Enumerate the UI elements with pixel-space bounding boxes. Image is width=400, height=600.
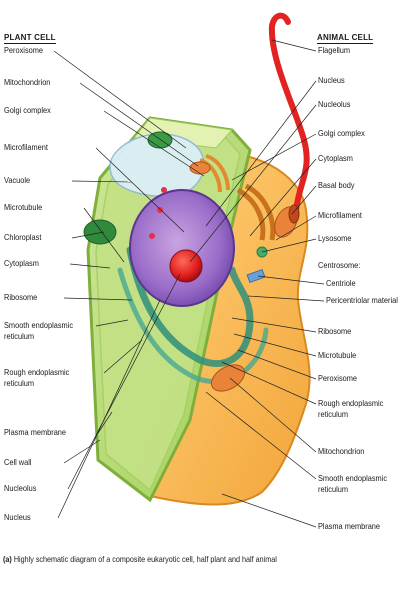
left-label-line: Microfilament (4, 142, 48, 152)
left-label-chloroplast-6: Chloroplast (4, 232, 41, 243)
right-label-nucleus-1: Nucleus (318, 75, 345, 86)
right-label-line: Centriole (326, 278, 356, 288)
left-label-line: Cytoplasm (4, 258, 39, 268)
left-label-cell-wall-12: Cell wall (4, 457, 32, 468)
left-label-line: Nucleolus (4, 483, 37, 493)
nuclear-pore-3 (161, 187, 167, 193)
nucleus (129, 189, 235, 307)
left-label-microfilament-3: Microfilament (4, 142, 48, 153)
right-label-microtubule-12: Microtubule (318, 350, 356, 361)
mitochondrion-plant (189, 161, 211, 175)
right-label-line: Ribosome (318, 326, 352, 336)
left-label-line: Golgi complex (4, 105, 51, 115)
left-label-vacuole-4: Vacuole (4, 175, 30, 186)
right-label-line: Rough endoplasmic (318, 398, 384, 408)
right-label-nucleolus-2: Nucleolus (318, 99, 350, 110)
right-label-line: Centrosome: (318, 260, 361, 270)
left-label-line: Rough endoplasmic (4, 367, 70, 377)
right-label-line: Nucleus (318, 75, 345, 85)
chloroplast-2 (147, 131, 173, 149)
lysosome (256, 246, 268, 258)
right-label-line: Cytoplasm (318, 153, 353, 163)
left-label-line: reticulum (4, 377, 34, 388)
right-label-centrosome-8: Centrosome: (318, 260, 360, 271)
right-label-line: Microfilament (318, 210, 362, 220)
left-label-line: Microtubule (4, 202, 43, 212)
left-label-line: Chloroplast (4, 232, 42, 242)
right-label-line: Flagellum (318, 45, 351, 55)
right-label-line: reticulum (318, 483, 348, 494)
left-label-mitochondrion-1: Mitochondrion (4, 77, 50, 88)
right-label-line: reticulum (318, 408, 348, 419)
right-label-centriole-9: Centriole (326, 278, 356, 289)
right-label-line: Pericentriolar material (326, 295, 398, 305)
right-label-line: Peroxisome (318, 373, 358, 383)
left-label-line: Vacuole (4, 175, 31, 185)
left-label-line: Mitochondrion (4, 77, 51, 87)
right-label-line: Plasma membrane (318, 521, 381, 531)
right-label-line: Microtubule (318, 350, 357, 360)
figure-caption: (a) Highly schematic diagram of a compos… (3, 554, 277, 564)
left-label-peroxisome-0: Peroxisome (4, 45, 43, 56)
left-label-line: Smooth endoplasmic (4, 320, 74, 330)
basal-body (288, 204, 300, 224)
right-label-golgi-complex-3: Golgi complex (318, 128, 365, 139)
left-label-cytoplasm-7: Cytoplasm (4, 258, 39, 269)
left-label-line: Nucleus (4, 512, 31, 522)
nuclear-pore-1 (157, 207, 163, 213)
right-label-lysosome-7: Lysosome (318, 233, 351, 244)
right-label-pericentriolar-material-10: Pericentriolar material (326, 295, 398, 306)
right-label-flagellum-0: Flagellum (318, 45, 350, 56)
right-label-line: Smooth endoplasmic (318, 473, 388, 483)
right-label-plasma-membrane-17: Plasma membrane (318, 521, 380, 532)
caption-text: Highly schematic diagram of a composite … (13, 554, 277, 564)
nucleolus (169, 249, 203, 283)
right-label-peroxisome-13: Peroxisome (318, 373, 357, 384)
left-label-line: Cell wall (4, 457, 32, 467)
left-label-line: Ribosome (4, 292, 38, 302)
chloroplast-1 (83, 219, 117, 245)
left-label-line: Peroxisome (4, 45, 44, 55)
plant-cell-header: PLANT CELL (4, 33, 56, 44)
animal-cell-header: ANIMAL CELL (317, 33, 374, 44)
left-label-nucleus-14: Nucleus (4, 512, 31, 523)
centriole (246, 268, 266, 284)
right-label-line: Nucleolus (318, 99, 351, 109)
nuclear-pore-2 (149, 233, 155, 239)
left-label-nucleolus-13: Nucleolus (4, 483, 36, 494)
left-label-line: reticulum (4, 330, 34, 341)
left-label-plasma-membrane-11: Plasma membrane (4, 427, 66, 438)
right-label-basal-body-5: Basal body (318, 180, 355, 191)
left-label-ribosome-8: Ribosome (4, 292, 37, 303)
caption-tag: (a) (3, 554, 12, 564)
right-label-cytoplasm-4: Cytoplasm (318, 153, 353, 164)
right-label-microfilament-6: Microfilament (318, 210, 362, 221)
right-label-mitochondrion-15: Mitochondrion (318, 446, 364, 457)
right-label-line: Golgi complex (318, 128, 365, 138)
left-label-line: Plasma membrane (4, 427, 67, 437)
right-label-line: Lysosome (318, 233, 352, 243)
left-label-golgi-complex-2: Golgi complex (4, 105, 51, 116)
left-label-microtubule-5: Microtubule (4, 202, 42, 213)
right-label-line: Mitochondrion (318, 446, 365, 456)
right-label-line: Basal body (318, 180, 355, 190)
right-label-ribosome-11: Ribosome (318, 326, 351, 337)
